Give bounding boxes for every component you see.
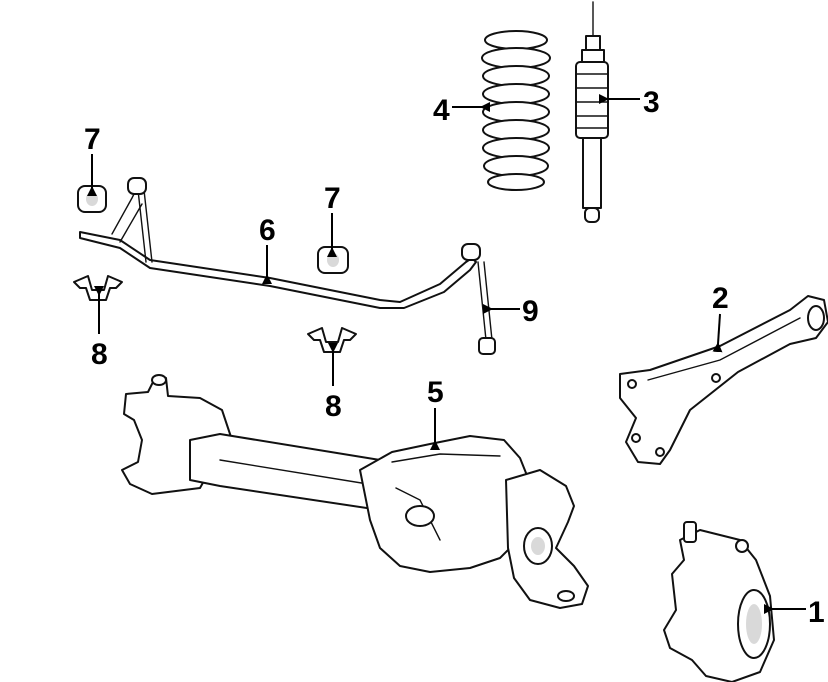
coil-spring bbox=[481, 30, 551, 191]
leader-lines bbox=[87, 94, 806, 614]
lower-control-arm bbox=[619, 295, 828, 465]
callout-labels: 1 2 3 4 5 6 7 7 8 8 9 bbox=[84, 86, 825, 629]
steering-knuckle bbox=[663, 521, 775, 682]
stabilizer-bar bbox=[79, 177, 481, 309]
callout-9: 9 bbox=[522, 295, 539, 328]
callout-8-center: 8 bbox=[325, 390, 342, 423]
shock-absorber bbox=[575, 1, 609, 223]
front-axle-housing bbox=[121, 374, 589, 609]
callout-7-center: 7 bbox=[324, 182, 341, 215]
stabilizer-link bbox=[477, 261, 496, 355]
callout-5: 5 bbox=[427, 376, 444, 409]
callout-2: 2 bbox=[712, 282, 729, 315]
bushing-bracket-center bbox=[307, 327, 357, 353]
callout-8-left: 8 bbox=[91, 338, 108, 371]
callout-7-left: 7 bbox=[84, 123, 101, 156]
bushing-bracket-left bbox=[73, 275, 123, 301]
stabilizer-bushing-left bbox=[77, 185, 107, 213]
callout-1: 1 bbox=[808, 596, 825, 629]
callout-4: 4 bbox=[433, 94, 450, 127]
stabilizer-bushing-center bbox=[317, 246, 349, 274]
callout-6: 6 bbox=[259, 214, 276, 247]
callout-3: 3 bbox=[643, 86, 660, 119]
